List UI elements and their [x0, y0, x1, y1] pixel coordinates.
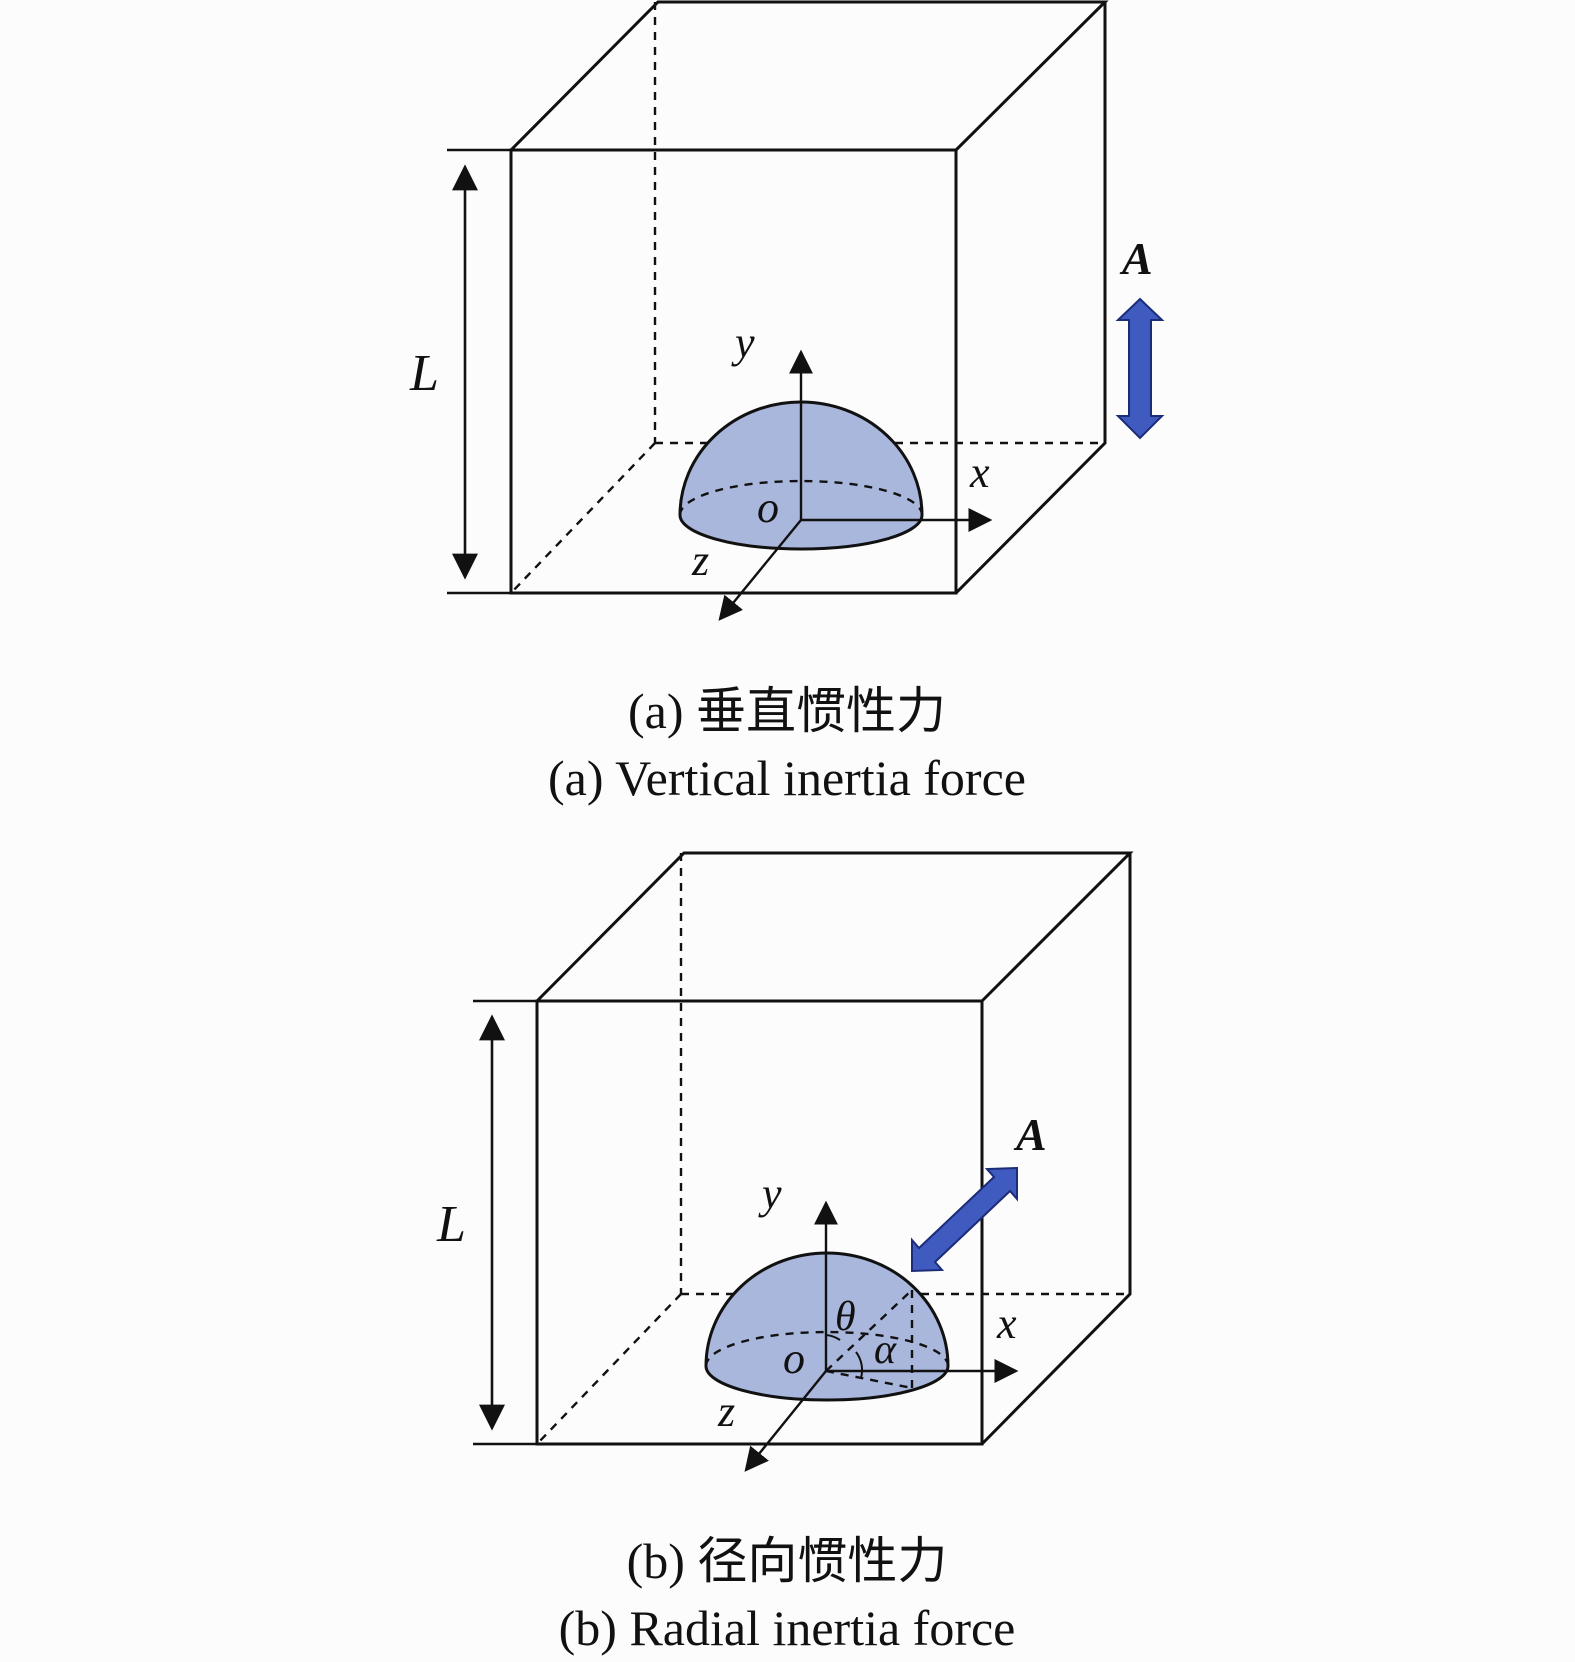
double-arrow-diagonal-icon — [911, 1166, 1018, 1273]
alpha-arc-b — [855, 1351, 864, 1379]
z-axis-label-a: z — [691, 536, 709, 585]
cube-a-right-face — [954, 2, 1107, 595]
caption-cn-a: (a) 垂直惯性力 — [628, 683, 946, 739]
origin-label-b: o — [783, 1334, 805, 1383]
dimension-a: L — [409, 148, 511, 595]
z-axis-a — [718, 519, 802, 621]
cube-b — [535, 851, 1134, 1446]
origin-label-a: o — [757, 483, 779, 532]
cube-b-front-face — [535, 999, 984, 1446]
y-axis-label-a: y — [731, 318, 755, 367]
y-axis-label-b: y — [758, 1169, 782, 1218]
x-axis-label-a: x — [969, 448, 990, 497]
cube-b-right-face — [980, 853, 1132, 1446]
hemisphere-a-back-rim — [678, 479, 924, 516]
cube-a-top-face — [509, 0, 1109, 152]
length-label-a: L — [409, 345, 439, 402]
length-label-b: L — [436, 1196, 466, 1253]
double-arrow-vertical-icon — [1115, 297, 1165, 440]
panel-a: y x z o L A (a) 垂直惯性力 (a) Vertical inert… — [409, 0, 1165, 806]
axes-a: y x z o — [691, 318, 993, 621]
z-axis-label-b: z — [717, 1387, 735, 1436]
alpha-label-b: α — [874, 1327, 897, 1373]
cube-a-hidden-bottom-left-edge — [510, 442, 656, 594]
z-axis-b — [744, 1370, 827, 1472]
force-label-b: A — [1013, 1109, 1047, 1160]
force-arrow-b: A — [911, 1109, 1047, 1273]
hemisphere-b-back-rim — [704, 1330, 950, 1367]
cube-a — [509, 0, 1109, 595]
dimension-b: L — [436, 999, 537, 1446]
radial-line-b — [825, 1289, 913, 1372]
cube-a-front-face — [509, 148, 958, 595]
caption-en-a: (a) Vertical inertia force — [548, 750, 1026, 806]
caption-cn-b: (b) 径向惯性力 — [627, 1533, 948, 1589]
theta-label-b: θ — [835, 1294, 856, 1340]
force-label-a: A — [1119, 233, 1153, 284]
panel-b: θ α y x z o L A — [436, 851, 1134, 1656]
axes-b: y x z o — [717, 1169, 1019, 1472]
caption-en-b: (b) Radial inertia force — [559, 1600, 1016, 1656]
force-arrow-a: A — [1115, 233, 1165, 440]
cube-b-hidden-bottom-left-edge — [536, 1293, 682, 1445]
x-axis-label-b: x — [996, 1299, 1017, 1348]
cube-b-top-face — [535, 851, 1134, 1003]
